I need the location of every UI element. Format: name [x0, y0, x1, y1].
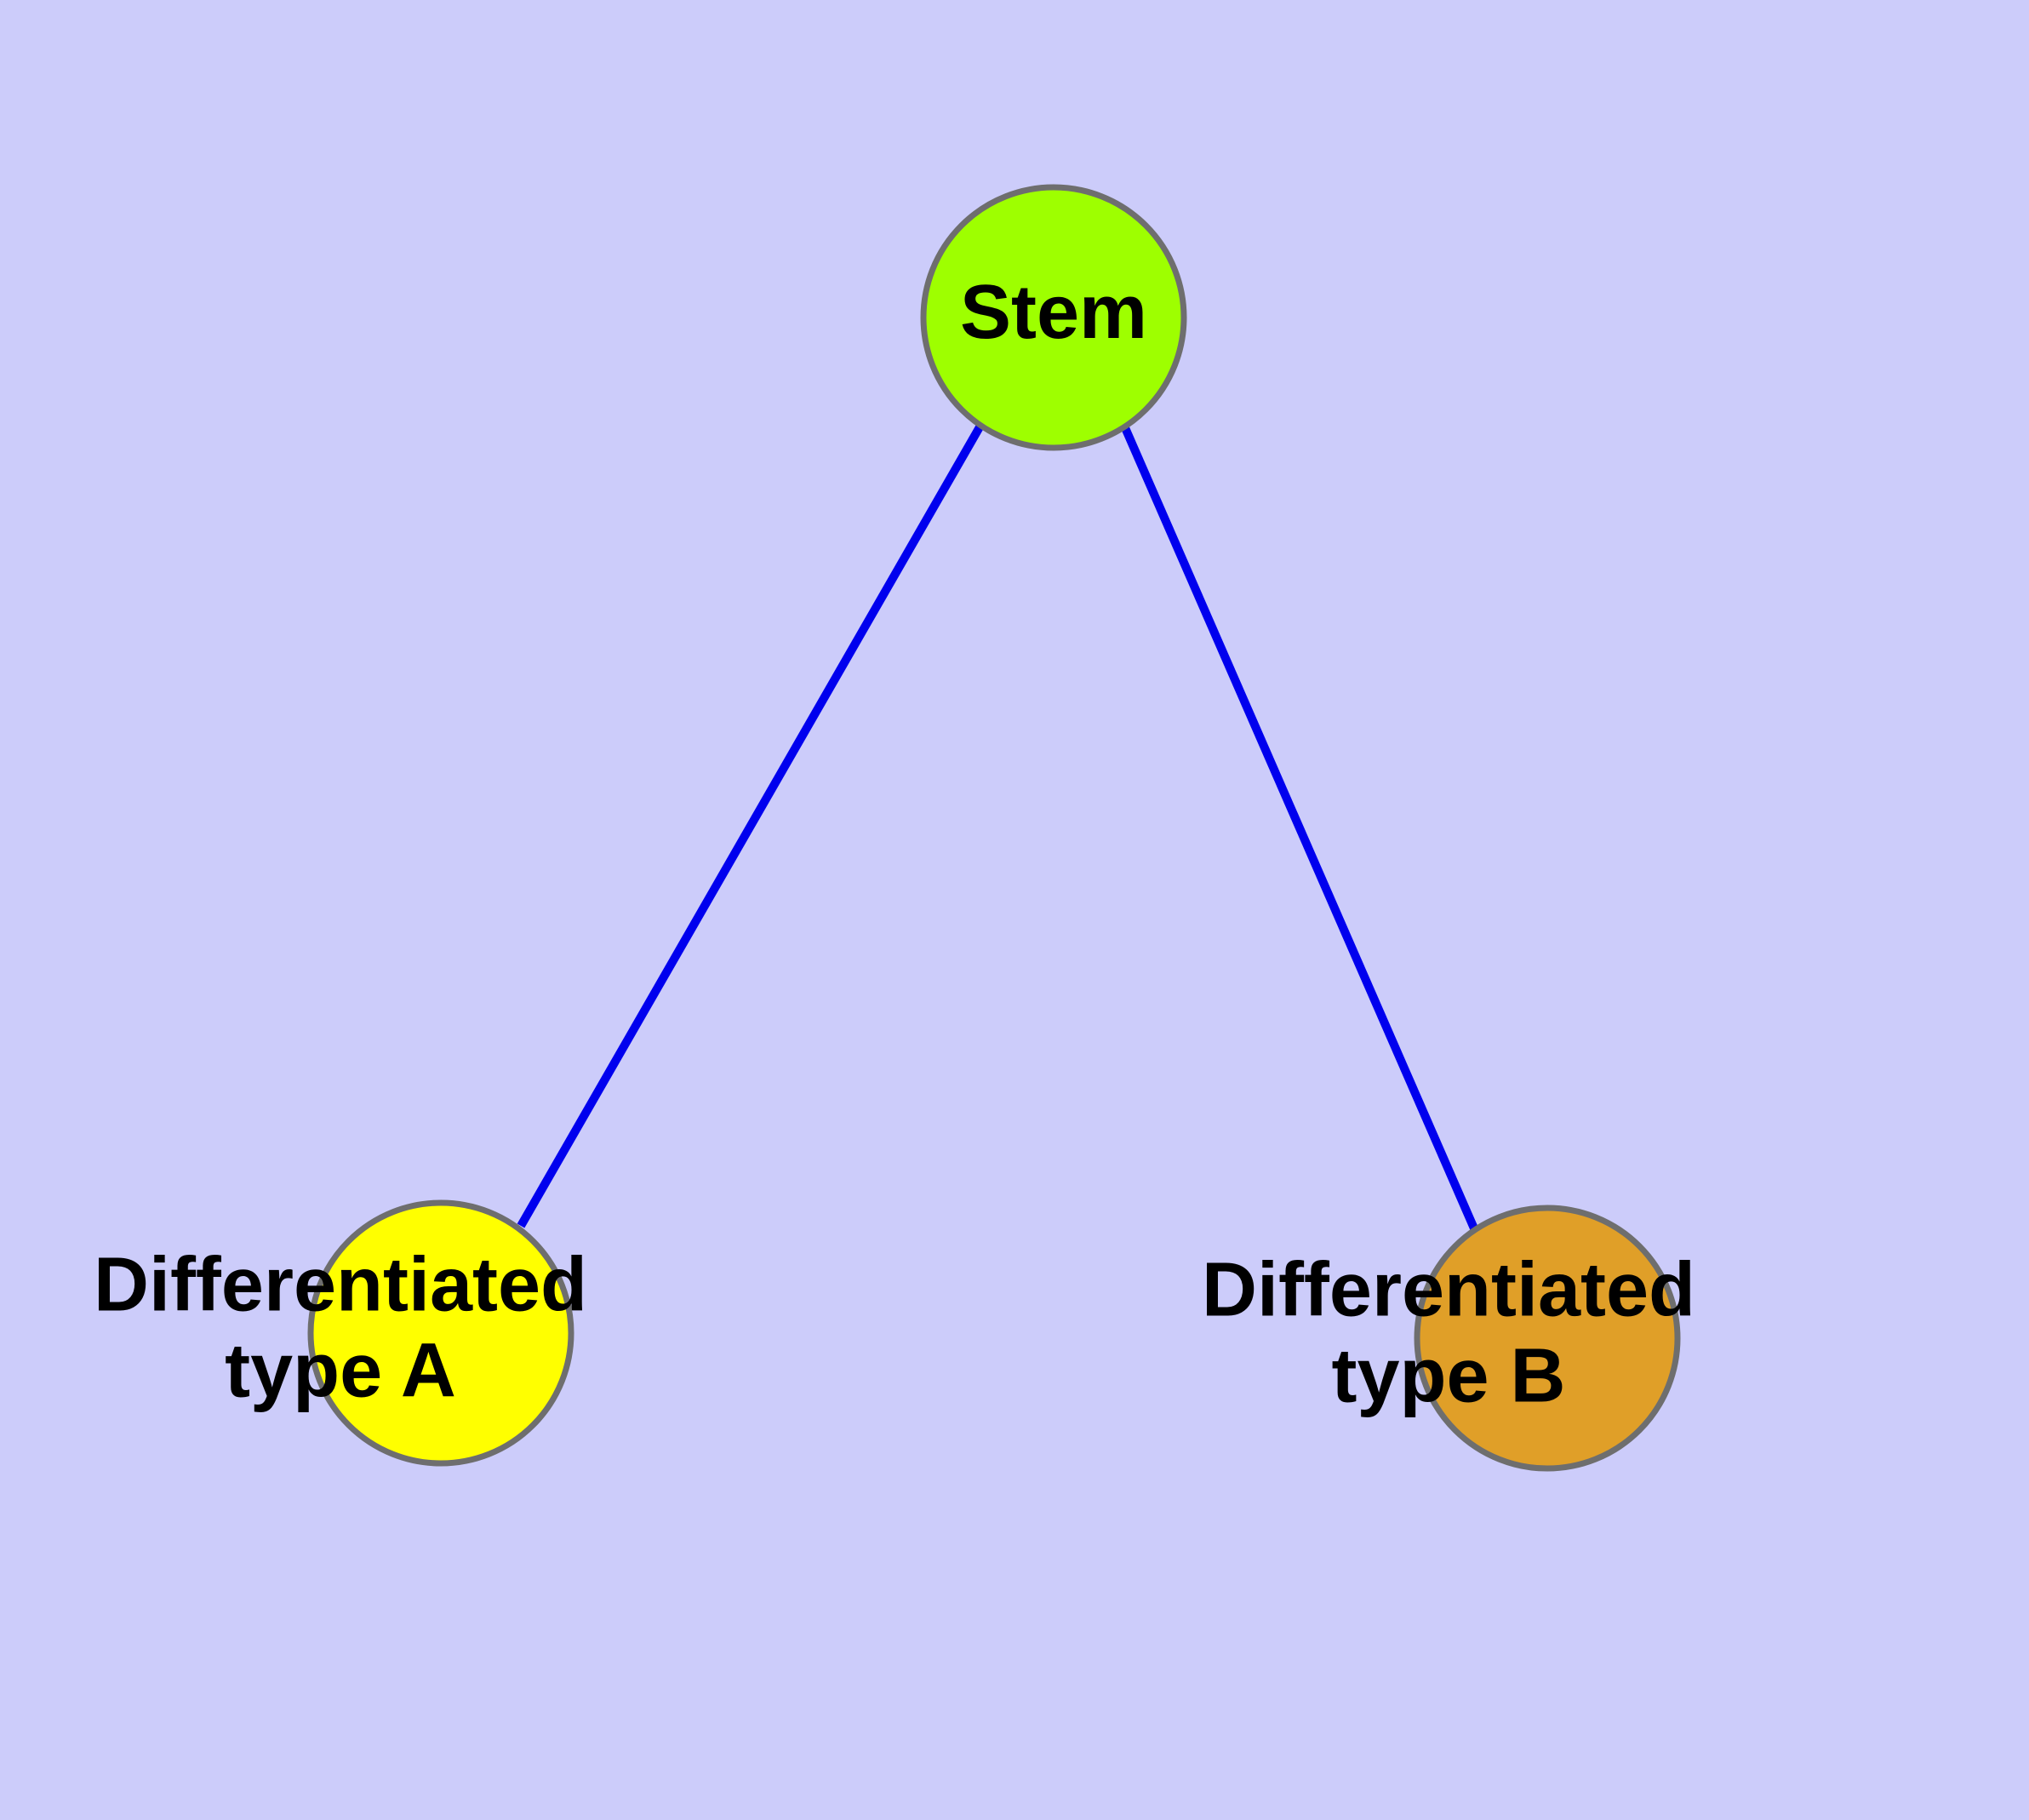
node-stem[interactable] [920, 184, 1187, 451]
node-label-stem: Stem [960, 270, 1147, 355]
node-label-line: type B [1331, 1333, 1565, 1418]
node-label-line: Differentiated [94, 1242, 587, 1327]
node-label-line: Differentiated [1202, 1247, 1695, 1332]
node-label-line: Stem [960, 270, 1147, 355]
nodes-layer [307, 184, 1681, 1472]
edge-stem-to-a[interactable] [517, 423, 985, 1228]
node-label-line: type A [225, 1328, 456, 1413]
edges-layer [517, 422, 1478, 1230]
node-diff-a[interactable] [307, 1199, 574, 1467]
node-diff-b[interactable] [1414, 1205, 1681, 1472]
edge-stem-to-b[interactable] [1119, 422, 1478, 1230]
